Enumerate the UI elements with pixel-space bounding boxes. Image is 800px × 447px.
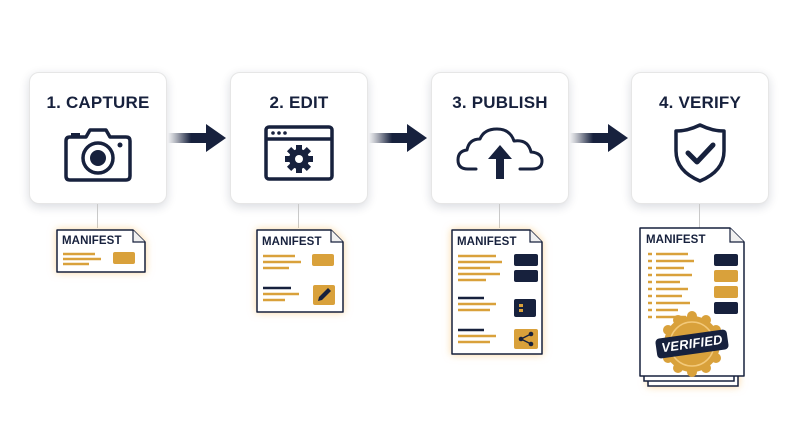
manifest-stack-icon xyxy=(639,227,745,387)
step-title: 1. CAPTURE xyxy=(46,93,150,112)
cloud-upload-icon xyxy=(456,127,544,179)
verified-seal xyxy=(655,311,729,377)
arrow-right-icon xyxy=(168,124,226,152)
step-card-publish: 3. PUBLISH xyxy=(431,72,569,204)
arrow-right-icon xyxy=(369,124,427,152)
manifest-document-icon xyxy=(256,229,344,313)
connector-line xyxy=(699,204,700,228)
manifest-label: MANIFEST xyxy=(646,234,706,246)
connector-line xyxy=(298,204,299,228)
step-card-edit: 2. EDIT xyxy=(230,72,368,204)
step-title: 4. VERIFY xyxy=(658,93,742,112)
connector-line xyxy=(97,204,98,228)
camera-icon xyxy=(64,128,132,182)
connector-line xyxy=(499,204,500,228)
step-title: 2. EDIT xyxy=(269,93,329,112)
step-card-capture: 1. CAPTURE xyxy=(29,72,167,204)
manifest-document-icon xyxy=(56,229,146,273)
gear-window-icon xyxy=(264,125,334,181)
manifest-document-icon xyxy=(451,229,543,355)
shield-check-icon xyxy=(674,123,726,183)
manifest-label: MANIFEST xyxy=(262,236,322,248)
manifest-label: MANIFEST xyxy=(457,236,517,248)
manifest-label: MANIFEST xyxy=(62,235,122,247)
step-card-verify: 4. VERIFY xyxy=(631,72,769,204)
step-title: 3. PUBLISH xyxy=(452,93,548,112)
arrow-right-icon xyxy=(570,124,628,152)
